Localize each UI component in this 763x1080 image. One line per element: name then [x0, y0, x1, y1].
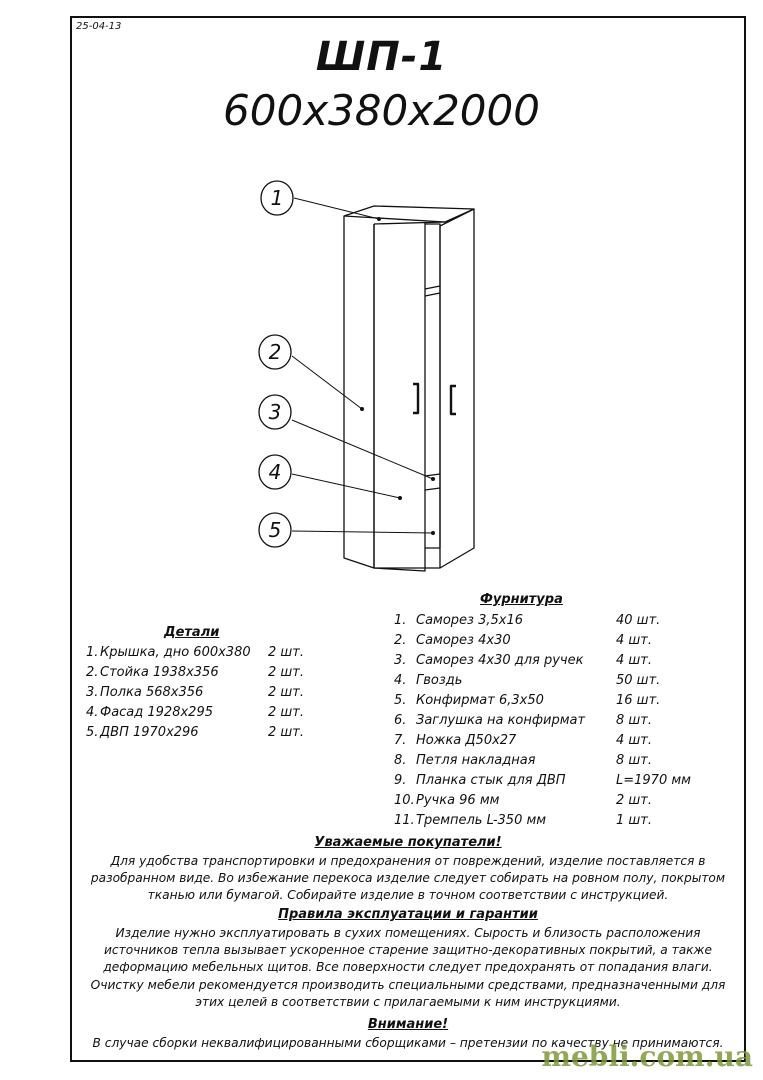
rules-text: Изделие нужно эксплуатировать в сухих по… — [90, 926, 726, 1009]
shelf-upper — [424, 285, 441, 297]
customers-text: Для удобства транспортировки и предохран… — [90, 854, 726, 903]
callout-number: 2 — [269, 340, 282, 364]
callout-circle-4 — [258, 454, 292, 490]
callout-number: 3 — [269, 400, 282, 424]
callout-number: 5 — [269, 518, 282, 542]
details-heading: Детали — [164, 625, 220, 640]
shelf-lower — [424, 473, 441, 491]
customers-title: Уважаемые покупатели! — [314, 835, 502, 850]
top-panel — [343, 205, 475, 223]
attention-text: В случае сборки неквалифицированными сбо… — [92, 1036, 724, 1050]
product-title: ШП-1 — [315, 34, 448, 80]
rules-title: Правила эксплуатации и гарантии — [278, 907, 538, 922]
product-dimensions: 600x380x2000 — [223, 86, 540, 135]
callout-circle-3 — [258, 394, 292, 430]
callout-number: 1 — [271, 186, 284, 210]
left-handle — [413, 382, 420, 415]
left-side — [343, 216, 375, 569]
callout-circle-5 — [258, 512, 292, 548]
right-handle — [449, 384, 456, 416]
drawing-frame — [70, 16, 746, 1062]
callout-circle-1 — [260, 180, 294, 216]
attention-title: Внимание! — [367, 1017, 449, 1032]
watermark: mebli.com.ua — [541, 1040, 753, 1073]
left-door — [373, 222, 426, 572]
cabinet-drawing: 1 2 3 4 5 — [258, 180, 475, 572]
right-door — [439, 208, 475, 569]
fittings-heading: Фурнитура — [480, 592, 563, 607]
date-stamp: 25-04-13 — [76, 21, 122, 32]
callout-circle-2 — [258, 334, 292, 370]
callout-number: 4 — [269, 460, 282, 484]
interior — [425, 223, 441, 549]
